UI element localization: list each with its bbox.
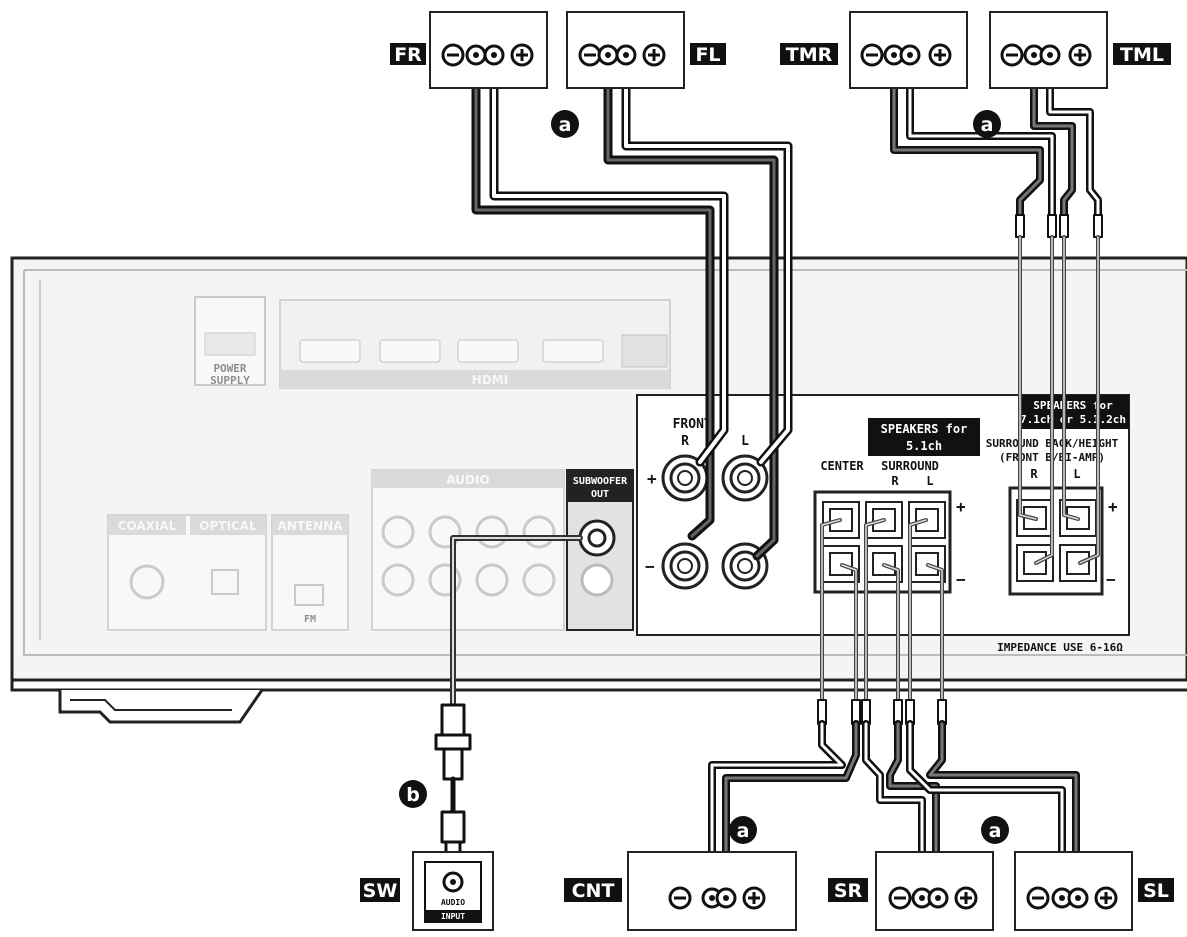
wire-tips-bottom xyxy=(817,699,947,725)
svg-text:+: + xyxy=(647,469,657,488)
svg-text:FR: FR xyxy=(394,44,422,66)
surround-back-terminal-block[interactable] xyxy=(1008,486,1104,596)
cable-sr xyxy=(862,720,940,884)
svg-text:5.1ch: 5.1ch xyxy=(906,439,942,453)
svg-text:a: a xyxy=(559,114,572,136)
cable-tmr xyxy=(890,71,1056,239)
svg-text:R: R xyxy=(1030,467,1038,481)
tag-tmr: TMR xyxy=(780,43,838,66)
svg-text:AUDIO: AUDIO xyxy=(441,898,465,907)
front-l-plus-terminal[interactable] xyxy=(721,454,769,502)
svg-text:AUDIO: AUDIO xyxy=(446,473,489,487)
hdmi-section: POWER SUPPLY HDMI xyxy=(194,296,671,389)
step-marker-a-4: a xyxy=(981,816,1009,844)
speaker-terminal-panel: FRONT A R L + − SPEAKERS for 5.1ch CE xyxy=(636,394,1130,654)
front-r-minus-terminal[interactable] xyxy=(661,542,709,590)
svg-text:−: − xyxy=(645,557,655,576)
svg-text:a: a xyxy=(989,820,1002,842)
tag-cnt: CNT xyxy=(564,878,622,902)
svg-text:TMR: TMR xyxy=(786,44,833,66)
step-marker-a-2: a xyxy=(973,110,1001,138)
subwoofer-audio-input[interactable]: AUDIO INPUT xyxy=(412,851,494,931)
digital-audio-section: COAXIAL OPTICAL ANTENNA FM AUDIO xyxy=(107,469,565,631)
svg-text:L: L xyxy=(926,474,933,488)
speaker-tml[interactable] xyxy=(989,11,1108,89)
svg-text:a: a xyxy=(981,114,994,136)
step-marker-a-3: a xyxy=(729,816,757,844)
speaker-fl[interactable] xyxy=(566,11,685,89)
speaker-sr[interactable] xyxy=(875,851,994,931)
wire-tips-top xyxy=(1015,214,1103,238)
svg-text:FL: FL xyxy=(695,44,720,66)
svg-text:SW: SW xyxy=(363,880,398,902)
svg-text:SL: SL xyxy=(1143,880,1169,902)
svg-text:R: R xyxy=(891,474,899,488)
svg-text:INPUT: INPUT xyxy=(441,912,465,921)
svg-text:SPEAKERS for: SPEAKERS for xyxy=(1033,399,1113,412)
svg-text:HDMI: HDMI xyxy=(472,373,508,387)
tag-sl: SL xyxy=(1138,878,1174,902)
svg-text:SUBWOOFER: SUBWOOFER xyxy=(573,476,628,487)
tag-tml: TML xyxy=(1113,43,1171,66)
speaker-cnt[interactable] xyxy=(627,851,797,931)
svg-text:SUPPLY: SUPPLY xyxy=(210,374,250,387)
svg-text:L: L xyxy=(1073,467,1080,481)
svg-text:R: R xyxy=(681,434,689,449)
svg-text:a: a xyxy=(737,820,750,842)
speaker-fr[interactable] xyxy=(429,11,548,89)
svg-text:+: + xyxy=(956,497,966,516)
speaker-sl[interactable] xyxy=(1014,851,1133,931)
svg-text:SR: SR xyxy=(834,880,863,902)
svg-text:−: − xyxy=(956,570,966,589)
subwoofer-out-jack[interactable]: SUBWOOFER OUT xyxy=(566,469,634,631)
cable-fr xyxy=(471,70,729,541)
svg-text:+: + xyxy=(1108,497,1118,516)
tag-fl: FL xyxy=(690,43,726,66)
svg-text:TML: TML xyxy=(1120,44,1164,66)
tag-fr: FR xyxy=(390,43,426,66)
svg-text:−: − xyxy=(1106,570,1116,589)
svg-text:L: L xyxy=(741,434,749,449)
cable-cnt xyxy=(708,720,860,884)
svg-text:OPTICAL: OPTICAL xyxy=(199,519,257,533)
svg-text:SPEAKERS for: SPEAKERS for xyxy=(881,422,968,436)
speaker-tmr[interactable] xyxy=(849,11,968,89)
cable-subwoofer xyxy=(450,535,583,708)
svg-text:SURROUND: SURROUND xyxy=(881,459,939,473)
tag-sr: SR xyxy=(828,878,868,902)
cable-fl xyxy=(603,70,793,561)
front-r-plus-terminal[interactable] xyxy=(661,454,709,502)
svg-text:CENTER: CENTER xyxy=(820,459,864,473)
speaker-cables xyxy=(434,70,1103,884)
svg-text:7.1ch or 5.1.2ch: 7.1ch or 5.1.2ch xyxy=(1020,413,1126,426)
svg-text:b: b xyxy=(406,784,420,806)
cable-tml xyxy=(1030,71,1102,239)
svg-text:COAXIAL: COAXIAL xyxy=(118,519,177,533)
tag-sw: SW xyxy=(360,878,400,902)
cable-sl xyxy=(906,720,1080,884)
svg-text:POWER: POWER xyxy=(213,362,246,375)
svg-text:CNT: CNT xyxy=(572,880,615,902)
svg-text:FM: FM xyxy=(304,614,316,625)
svg-text:OUT: OUT xyxy=(591,489,609,500)
step-marker-a-1: a xyxy=(551,110,579,138)
step-marker-b: b xyxy=(399,780,427,808)
svg-text:ANTENNA: ANTENNA xyxy=(277,519,343,533)
rca-plug xyxy=(434,703,472,864)
svg-text:IMPEDANCE USE 6-16Ω: IMPEDANCE USE 6-16Ω xyxy=(997,641,1123,654)
center-surround-terminal-block[interactable] xyxy=(813,490,952,594)
